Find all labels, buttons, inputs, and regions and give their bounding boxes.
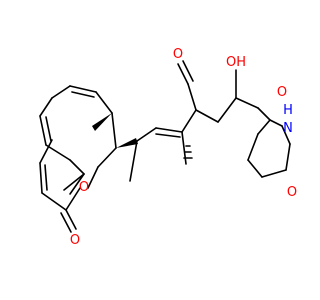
imide-hydrogen-label: H: [283, 103, 293, 118]
bond: [87, 166, 99, 189]
bond: [69, 173, 85, 195]
molecule-canvas: O O O OH H N O O: [39, 47, 297, 248]
bond: [195, 109, 219, 123]
bond: [39, 97, 53, 117]
bond: [97, 147, 117, 168]
double-bond: [45, 116, 52, 142]
bond: [257, 119, 271, 135]
ketone-oxygen-label: O: [173, 47, 183, 62]
atom-labels: O O O OH H N O O: [70, 47, 297, 248]
wedge-bond: [116, 138, 138, 148]
imide-carbonyl-oxygen-bottom-label: O: [287, 185, 297, 200]
hydroxyl-label: OH: [226, 55, 246, 70]
bond: [281, 125, 291, 145]
bond: [269, 119, 283, 127]
bond: [41, 192, 67, 211]
bond: [247, 133, 259, 161]
lactone-carbonyl-oxygen-label: O: [70, 233, 80, 248]
double-bond: [39, 115, 47, 146]
double-bond: [155, 133, 181, 138]
macrolactone-ring: [39, 85, 117, 211]
bond: [187, 83, 197, 111]
double-bond: [182, 60, 194, 82]
double-bond: [44, 164, 48, 191]
hashed-wedges: [183, 145, 193, 159]
ring-oxygen-label: O: [79, 180, 89, 195]
bond: [63, 173, 85, 191]
bond: [51, 85, 71, 99]
bond: [65, 187, 81, 211]
side-chain: [116, 60, 259, 182]
bond: [111, 112, 117, 149]
bond: [181, 131, 187, 165]
bond: [235, 97, 259, 109]
lactone-carbonyl: [60, 209, 77, 233]
double-bond: [155, 127, 183, 133]
double-bond: [69, 85, 97, 93]
bond: [217, 97, 237, 123]
imide-carbonyl-oxygen-top-label: O: [277, 85, 287, 100]
double-bond: [60, 212, 72, 233]
glutarimide-ring: [247, 107, 291, 178]
double-bond: [177, 63, 189, 85]
bond: [95, 91, 113, 114]
bond: [69, 159, 85, 175]
bond: [136, 127, 157, 142]
wedge-bond: [92, 113, 112, 131]
imide-nitrogen-label: N: [283, 121, 293, 136]
bond: [181, 109, 197, 133]
double-bond: [65, 209, 77, 230]
bond: [261, 169, 287, 178]
bond: [257, 107, 271, 121]
bond: [39, 139, 53, 164]
double-bond: [71, 91, 95, 98]
ring-methyl: [92, 113, 112, 131]
bond: [247, 159, 263, 178]
molecule-structure: O O O OH H N O O: [39, 47, 297, 248]
bond: [285, 143, 291, 171]
double-bond: [39, 162, 43, 194]
bond: [129, 140, 138, 182]
bond: [45, 144, 71, 161]
